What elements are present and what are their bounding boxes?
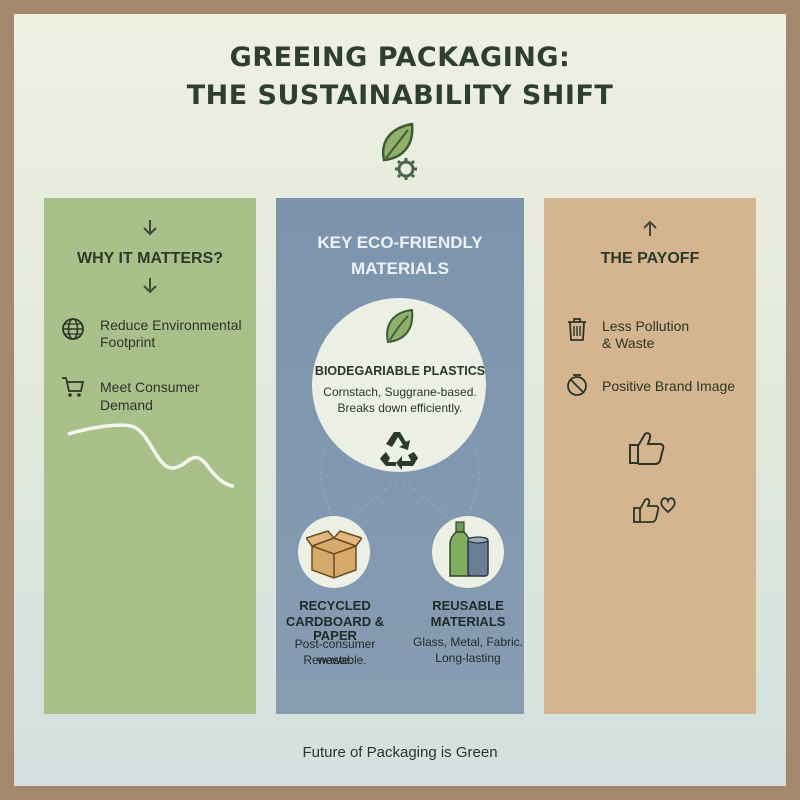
reusable-text-line1: Glass, Metal, Fabric.: [412, 635, 524, 649]
cardboard-text-line2: Renewable.: [303, 653, 367, 667]
arrow-down-icon: [143, 278, 157, 294]
reusable-title-line1: REUSABLE: [432, 598, 504, 613]
item-environmental-line1: Reduce Environmental: [100, 317, 242, 333]
thumbs-up-heart-icon: [633, 497, 676, 523]
cardboard-title-line1: RECYCLED: [299, 598, 371, 613]
why-it-matters-heading: WHY IT MATTERS?: [76, 250, 224, 267]
reusable-text-line2: Long-lasting: [435, 651, 501, 665]
page-title-line2: THE SUSTAINABILITY SHIFT: [186, 80, 614, 111]
why-it-matters-panel: WHY IT MATTERS? Reduce Environmental Foo…: [44, 198, 256, 714]
cardboard-text-line1: Post-consumer waste.: [294, 637, 376, 667]
reusable-title-line2: MATERIALS: [430, 614, 506, 629]
cardboard-title-line2: CARDBOARD &: [285, 614, 385, 629]
materials-heading-line2: MATERIALS: [351, 259, 449, 278]
biodegradable-line2: Breaks down efficiently.: [337, 401, 463, 415]
item-environmental-line2: Footprint: [100, 334, 156, 350]
decorative-wave: [67, 423, 235, 488]
item-less-pollution-line1: Less Pollution: [602, 318, 690, 334]
item-consumer-demand: Meet Consumer Demand: [100, 379, 200, 413]
cardboard-box-icon: [306, 530, 362, 579]
arrow-down-icon: [143, 220, 157, 236]
payoff-heading: THE PAYOFF: [600, 250, 700, 267]
cart-icon: [62, 377, 85, 397]
biodegradable-line1: Cornstach, Suggrane-based.: [323, 385, 477, 399]
item-less-pollution-line2: & Waste: [602, 335, 655, 351]
materials-heading-line1: KEY ECO-FRIENDLY: [317, 233, 483, 252]
leaf-gear-icon: [381, 122, 417, 180]
bottle-can-icon: [449, 521, 489, 577]
thumbs-up-icon: [629, 432, 665, 465]
biodegradable-title: BIODEGARIABLE PLASTICS: [314, 364, 486, 378]
globe-icon: [62, 318, 84, 340]
no-sign-icon: [567, 374, 587, 396]
trash-icon: [568, 318, 586, 341]
cardboard-title-line3: PAPER: [313, 628, 357, 643]
footer-tagline: Future of Packaging is Green: [302, 744, 498, 761]
arrow-up-icon: [643, 220, 657, 236]
payoff-panel: THE PAYOFF Less Pollution & Waste Positi…: [544, 198, 756, 714]
item-brand-image: Positive Brand Image: [602, 378, 736, 394]
page-title-line1: GREEING PACKAGING:: [229, 42, 571, 73]
leaf-icon: [386, 308, 414, 344]
recycle-icon: [380, 432, 418, 470]
